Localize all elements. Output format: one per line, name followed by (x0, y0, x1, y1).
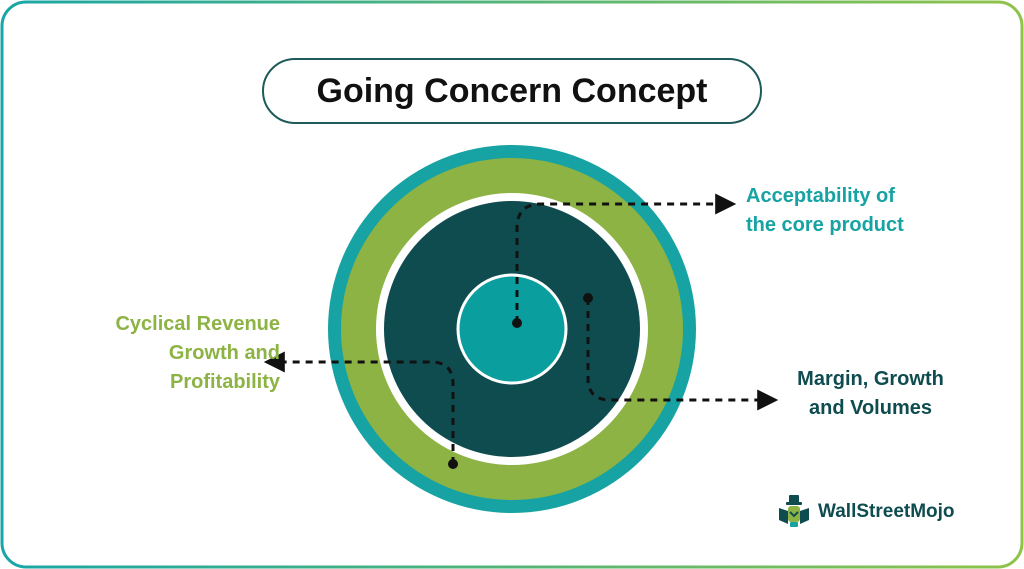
connector-dot-core (512, 318, 522, 328)
logo-mascot-icon (779, 495, 809, 527)
connector-cyclical (263, 351, 455, 464)
label-cyc-line-3: Profitability (169, 371, 280, 393)
label-core-product: Acceptability of the core product (746, 182, 904, 240)
connector-core-product (515, 193, 737, 323)
connector-dot-cyclical (448, 459, 458, 469)
label-cyc-line-2: Growth and (168, 342, 280, 364)
label-core-line-1: Acceptability of (746, 185, 895, 207)
core-circle (456, 273, 568, 385)
label-margin-growth: Margin, Growth and Volumes (778, 365, 963, 423)
page-title: Going Concern Concept (262, 58, 762, 124)
connector-dot-margin (583, 293, 593, 303)
label-cyclical-revenue: Cyclical Revenue Growth and Profitabilit… (70, 310, 280, 397)
wallstreetmojo-logo: WallStreetMojo (776, 494, 955, 530)
label-cyc-line-1: Cyclical Revenue (115, 313, 280, 335)
connector-margin (586, 298, 779, 411)
label-core-line-2: the core product (746, 214, 904, 236)
logo-text: WallStreetMojo (818, 501, 955, 522)
label-margin-line-1: Margin, Growth (797, 368, 944, 390)
label-margin-line-2: and Volumes (809, 397, 932, 419)
